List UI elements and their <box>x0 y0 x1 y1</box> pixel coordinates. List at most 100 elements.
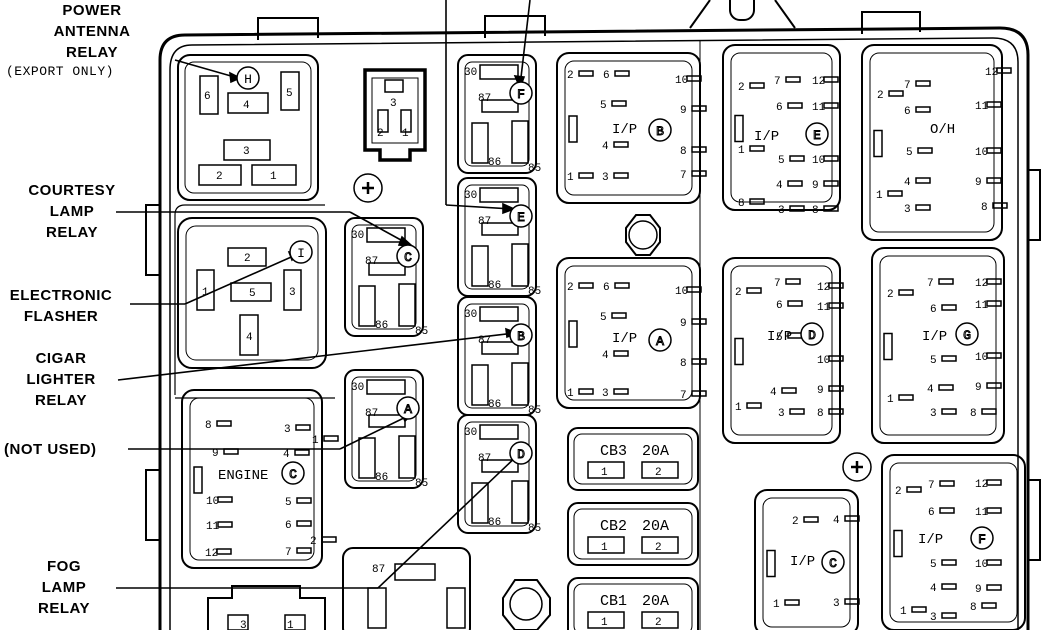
pin-slot <box>296 497 312 504</box>
pin-number: 3 <box>930 408 937 420</box>
pin-number: 2 <box>735 287 742 299</box>
pin-slot <box>578 282 594 289</box>
pin-number: 6 <box>930 304 937 316</box>
pin-number: 7 <box>904 80 911 92</box>
pin-slot <box>611 100 627 107</box>
pin-slot <box>686 286 702 293</box>
pin-slot <box>887 190 903 197</box>
pin-86-slot <box>471 245 489 287</box>
pin-slot <box>823 205 839 212</box>
pin-30-slot <box>479 424 519 440</box>
pin-slot <box>986 352 1002 359</box>
breaker-pin-label: 2 <box>655 467 662 479</box>
breaker-pin-label: 1 <box>601 467 608 479</box>
pin-86-slot <box>471 364 489 406</box>
pin-number: 3 <box>930 612 937 624</box>
pin-number: 12 <box>205 548 218 560</box>
pin-30-slot <box>479 306 519 322</box>
breaker-pin-1 <box>587 536 625 554</box>
label-line: RELAY <box>66 44 118 61</box>
pin-87-slot <box>368 414 406 428</box>
pin-86-slot <box>358 285 376 327</box>
pin-number: 5 <box>930 355 937 367</box>
pin-number: 8 <box>738 198 745 210</box>
pin-number: 11 <box>817 302 831 314</box>
connector-outline <box>754 489 859 630</box>
pin-85-label: 85 <box>528 523 541 535</box>
pin-slot <box>986 177 1002 184</box>
pin-slot <box>296 520 312 527</box>
connector-inner <box>730 52 833 203</box>
breaker-outline <box>567 427 699 491</box>
pin-number: 2 <box>877 90 884 102</box>
pin-number: 4 <box>602 141 609 153</box>
connector-key <box>193 466 203 494</box>
small-socket <box>353 68 427 203</box>
callout-ring <box>509 81 533 105</box>
pin-5: 5 <box>286 88 293 100</box>
label-line: LAMP <box>41 579 87 596</box>
pin-number: 8 <box>680 146 687 158</box>
pin-number: 3 <box>833 598 840 610</box>
pin-number: 9 <box>975 177 982 189</box>
pin-number: 8 <box>981 202 988 214</box>
pin-87-slot <box>481 459 519 473</box>
callout-letter: F <box>517 87 525 102</box>
pin-slot <box>611 312 627 319</box>
relay-inner <box>351 224 417 330</box>
pin-slot <box>911 606 927 613</box>
pin-85-slot <box>511 362 529 406</box>
pin-85-label: 85 <box>415 326 428 338</box>
pin-slot <box>828 385 844 392</box>
pin-number: 4 <box>776 180 783 192</box>
connector-inner <box>189 397 315 561</box>
callout-circle: A <box>396 396 420 420</box>
pin-86-label: 86 <box>375 472 388 484</box>
export-only-note: (EXPORT ONLY) <box>6 64 114 79</box>
pin-slot <box>986 479 1002 486</box>
pin-slot <box>992 202 1008 209</box>
pin-slot <box>613 172 629 179</box>
connector-inner <box>879 255 997 436</box>
connector-outline <box>722 257 841 444</box>
pin-number: 8 <box>970 408 977 420</box>
callout-circle: C <box>821 550 845 574</box>
pin-86-label: 86 <box>488 399 501 411</box>
svg-text:1: 1 <box>402 128 409 140</box>
pin-number: 3 <box>904 204 911 216</box>
pin-85-label: 85 <box>528 286 541 298</box>
label-line: ELECTRONIC <box>9 287 113 304</box>
relay-inner <box>464 421 530 527</box>
bottom-partial-sockets <box>207 547 471 630</box>
connector-inner <box>762 497 851 628</box>
antenna-relay-pin-labels: 6 5 4 3 2 1 <box>204 88 293 183</box>
callout-ring <box>955 322 979 346</box>
pin-slot <box>888 90 904 97</box>
pin-slot <box>915 204 931 211</box>
pin-number: 5 <box>930 559 937 571</box>
svg-text:2: 2 <box>377 128 384 140</box>
pin-number: 1 <box>738 145 745 157</box>
pin-number: 7 <box>680 170 687 182</box>
connector-outline <box>722 44 841 211</box>
pin-number: 10 <box>812 155 825 167</box>
pin-slot <box>823 102 839 109</box>
connector-outline <box>861 44 1003 241</box>
pin-87-label: 87 <box>365 408 378 420</box>
callout-ring <box>396 396 420 420</box>
bottom-socket-labels: 87 3 1 <box>240 564 385 630</box>
label-line: FOG <box>47 558 81 575</box>
callout-letter: B <box>656 124 664 139</box>
pin-number: 6 <box>285 520 292 532</box>
pin-slot <box>217 521 233 528</box>
